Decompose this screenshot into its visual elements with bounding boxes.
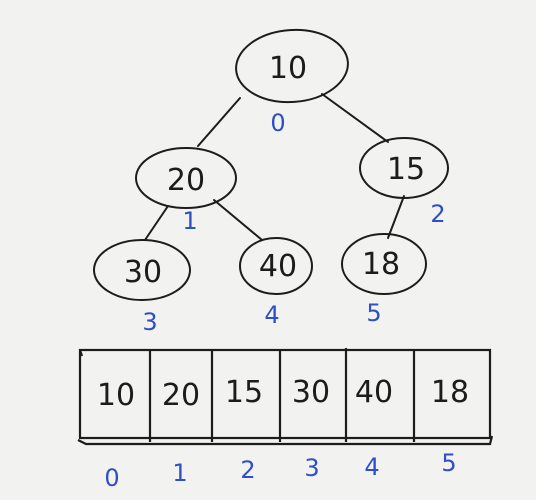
tree-node-4	[239, 237, 313, 295]
array-cell-value: 30	[292, 375, 330, 410]
tree-node-2	[359, 137, 449, 199]
tree-node-index: 2	[430, 200, 445, 228]
array-index: 1	[172, 459, 187, 487]
tree-node-5	[341, 233, 427, 295]
tree-node-0	[235, 28, 349, 104]
node-circle	[93, 239, 191, 301]
array-index: 5	[441, 449, 456, 477]
array-depth-edge	[77, 349, 494, 446]
edge-15-18	[387, 195, 405, 239]
tree-node-index: 1	[182, 207, 197, 235]
tree-node-value: 30	[124, 255, 162, 290]
edge-20-40	[213, 199, 263, 241]
tree-node-value: 20	[167, 163, 205, 198]
array-cell-value: 18	[431, 375, 469, 410]
tree-node-index: 4	[264, 301, 279, 329]
edge-root-left	[197, 97, 241, 147]
node-circle	[239, 237, 313, 295]
node-circle	[135, 147, 237, 209]
tree-node-value: 10	[269, 51, 307, 86]
node-circle	[235, 28, 349, 104]
edge-20-30	[144, 205, 169, 241]
array-index: 2	[240, 456, 255, 484]
array-cell-value: 20	[162, 378, 200, 413]
tree-node-index: 5	[366, 299, 381, 327]
array-index: 4	[364, 453, 379, 481]
tree-node-index: 3	[142, 308, 157, 336]
tree-node-value: 15	[387, 152, 425, 187]
node-circle	[341, 233, 427, 295]
array-cell-value: 10	[97, 378, 135, 413]
tree-node-index: 0	[270, 109, 285, 137]
array-index: 3	[304, 454, 319, 482]
tree-node-1	[135, 147, 237, 209]
tree-node-3	[93, 239, 191, 301]
edge-root-right	[321, 93, 389, 143]
node-circle	[359, 137, 449, 199]
tree-node-value: 18	[362, 247, 400, 282]
array-cell-value: 15	[225, 375, 263, 410]
array-outline	[78, 348, 492, 440]
array-cell-value: 40	[355, 375, 393, 410]
array-index: 0	[104, 464, 119, 492]
tree-node-value: 40	[259, 249, 297, 284]
